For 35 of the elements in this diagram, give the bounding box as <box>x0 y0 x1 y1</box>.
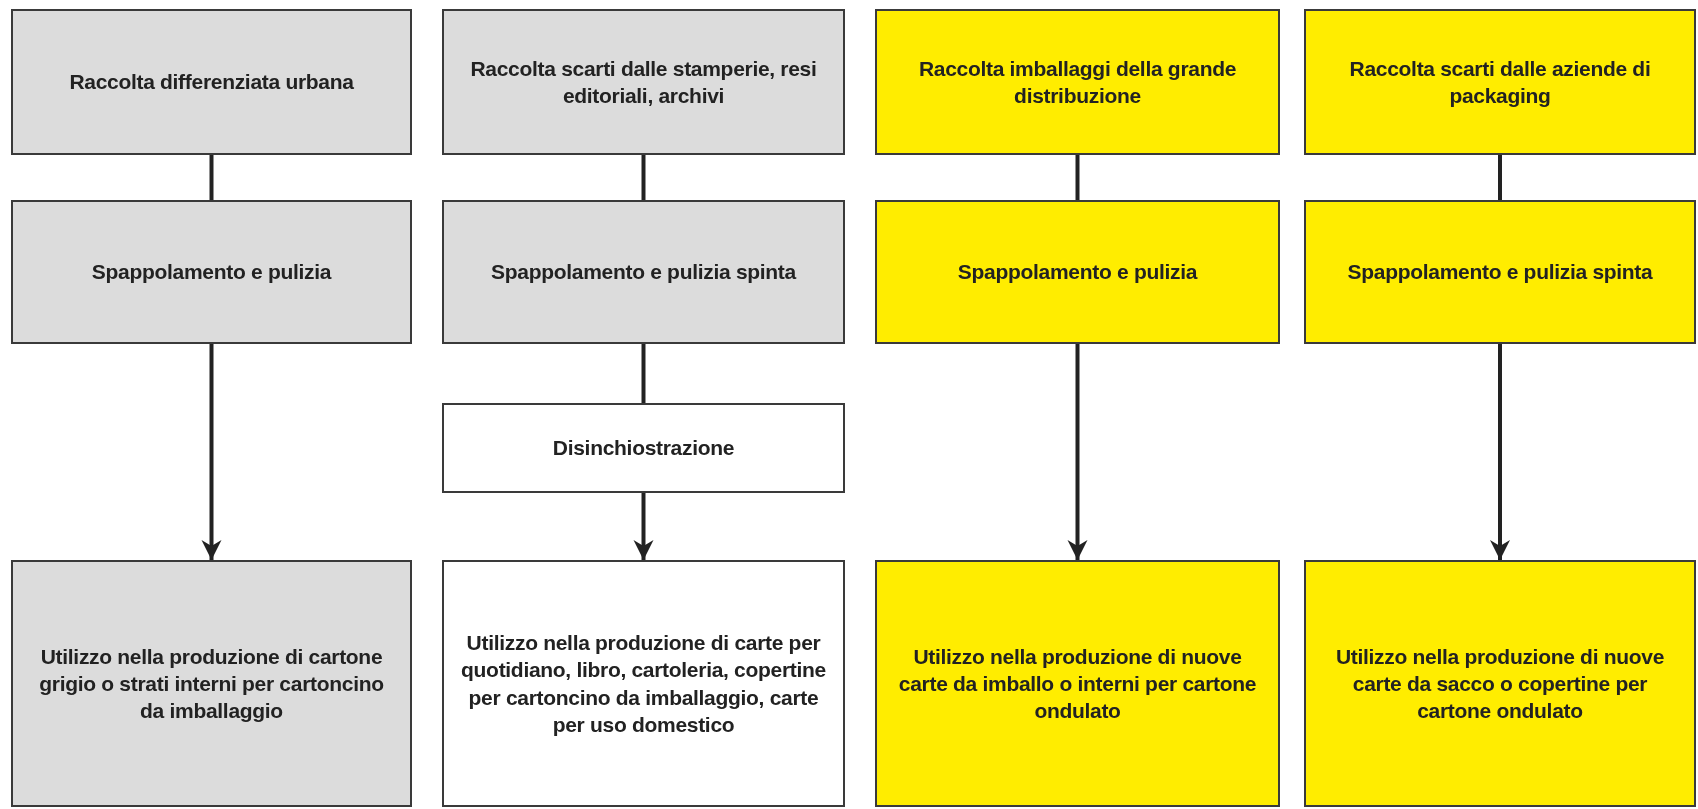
process-box <box>11 200 412 344</box>
process-box <box>875 560 1280 807</box>
arrow <box>1067 344 1088 560</box>
box-text: Spappolamento e pulizia spinta <box>491 259 796 286</box>
box-text: Raccolta differenziata urbana <box>69 69 354 96</box>
box-text: Spappolamento e pulizia spinta <box>1347 259 1653 286</box>
box-text: Utilizzo nella produzione di nuove carte da sacco o copertine per cartone ondulato <box>1334 643 1666 725</box>
process-box <box>11 9 412 155</box>
process-box <box>442 9 845 155</box>
connector-line <box>641 344 646 403</box>
box-text: Raccolta imballaggi della grande distribuzione <box>917 55 1238 109</box>
process-box <box>442 560 845 807</box>
process-box <box>442 200 845 344</box>
connector-line <box>1498 155 1502 200</box>
process-box <box>875 9 1280 155</box>
process-box <box>1304 560 1696 807</box>
box-text: Raccolta scarti dalle stamperie, resi editoriali, archivi <box>469 55 818 109</box>
box-text: Spappolamento e pulizia <box>957 259 1198 286</box>
process-box <box>875 200 1280 344</box>
box-text: Utilizzo nella produzione di cartone grigio o strati interni per cartoncino da imballaggio <box>38 643 385 725</box>
connector-line <box>1075 155 1080 200</box>
box-text: Utilizzo nella produzione di carte per quotidiano, libro, cartoleria, copertine per cartoncino da imballaggio, carte per uso domestico <box>460 629 827 738</box>
connector-line <box>209 155 214 200</box>
box-text: Disinchiostrazione <box>552 435 735 462</box>
arrow <box>1490 344 1510 560</box>
process-box <box>442 403 845 493</box>
process-box <box>11 560 412 807</box>
process-box <box>1304 9 1696 155</box>
arrow <box>633 493 654 560</box>
process-box <box>1304 200 1696 344</box>
box-text: Spappolamento e pulizia <box>91 259 332 286</box>
arrow <box>201 344 222 560</box>
connector-line <box>641 155 646 200</box>
box-text: Raccolta scarti dalle aziende di packaging <box>1348 55 1652 109</box>
box-text: Utilizzo nella produzione di nuove carte da imballo o interni per cartone ondulato <box>897 643 1258 725</box>
